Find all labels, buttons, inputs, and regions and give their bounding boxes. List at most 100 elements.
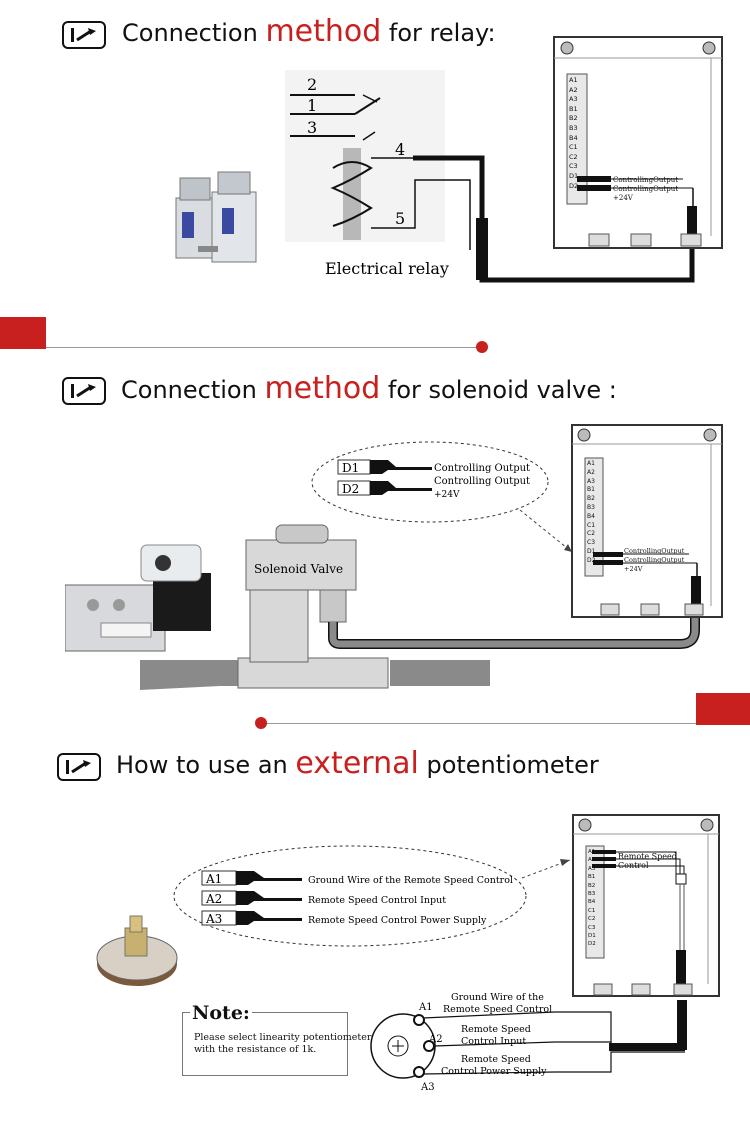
title-text: How to use an — [116, 751, 296, 779]
wiring-label: Ground Wire of the — [451, 992, 544, 1003]
wiring-label: Remote Speed Control — [443, 1004, 552, 1015]
terminal-label: B2 — [569, 114, 578, 123]
controller-outline — [572, 814, 720, 997]
potentiometer-callout: A1 A2 A3 Ground Wire of the Remote Speed… — [173, 845, 571, 947]
potentiometer-wiring: A1 A2 A3 Ground Wire of the Remote Speed… — [370, 992, 687, 1093]
voltage-label: +24V — [434, 490, 460, 500]
controller-box-3: A1 A2 A3 B1 B2 B3 B4 C1 C2 C3 D1 D2 Remo… — [572, 814, 720, 997]
voltage-label: +24V — [624, 565, 643, 573]
solenoid-callout: D1 D2 Controlling Output Controlling Out… — [311, 441, 573, 553]
terminal-label: C3 — [569, 162, 578, 171]
note-text: Please select linearity potentiometer wi… — [194, 1032, 371, 1056]
output-labels: ControllingOutput ControllingOutput +24V — [613, 176, 678, 203]
pin-label: 2 — [307, 75, 317, 94]
terminal-label: D1 — [588, 933, 596, 940]
terminal-label: B3 — [587, 503, 595, 511]
callout-text: Ground Wire of the Remote Speed Control — [308, 875, 513, 886]
wiring-label: Remote Speed — [461, 1024, 531, 1035]
terminal-label: C1 — [588, 907, 596, 914]
output-label: ControllingOutput — [613, 176, 679, 184]
divider — [696, 693, 750, 725]
output-label: ControllingOutput — [624, 556, 685, 564]
terminal-label: B4 — [569, 133, 578, 142]
relay-caption: Electrical relay — [325, 259, 449, 278]
terminal-label: A2 — [588, 857, 596, 864]
pin-label: A2 — [428, 1034, 443, 1045]
solenoid-valve-image — [65, 544, 211, 652]
divider-dot — [476, 341, 488, 353]
pin-label: 1 — [307, 96, 317, 115]
output-label: ControllingOutput — [613, 185, 679, 193]
divider — [0, 317, 46, 349]
terminal-label: A1 — [588, 849, 596, 855]
title-emphasis: method — [265, 14, 382, 49]
callout-text: Remote Speed Control Input — [308, 895, 446, 906]
terminal-strip: A1 A2 A3 B1 B2 B3 B4 C1 C2 C3 D1 D2 — [588, 848, 604, 949]
terminal-label: C1 — [569, 143, 578, 152]
section-title-relay: Connection method for relay: — [122, 14, 496, 49]
terminal-label: C3 — [588, 924, 596, 931]
terminal-label: B3 — [569, 123, 578, 132]
divider-line — [262, 723, 696, 724]
remote-speed-text: Control — [618, 861, 649, 870]
title-emphasis: external — [295, 746, 419, 781]
wiring-label: Remote Speed — [461, 1054, 531, 1065]
terminal-label: D2 — [588, 941, 596, 948]
terminal-label: B4 — [587, 512, 595, 520]
terminal-label: A3 — [587, 477, 595, 485]
wiring-label: Control Input — [461, 1036, 526, 1047]
pin-label: 3 — [307, 118, 317, 137]
title-text: for solenoid valve : — [380, 376, 617, 404]
terminal-label: C2 — [588, 916, 596, 923]
controller-box-1: A1 A2 A3 B1 B2 B3 B4 C1 C2 C3 D1 D2 Cont… — [553, 36, 723, 249]
note-box — [182, 1012, 348, 1076]
terminal-label: B4 — [588, 899, 596, 906]
terminal-label: A1 — [587, 460, 595, 467]
pin-label: 4 — [395, 140, 405, 159]
pin-label: 5 — [395, 209, 405, 228]
callout-text: Remote Speed Control Power Supply — [308, 915, 487, 926]
terminal-strip: A1 A2 A3 B1 B2 B3 B4 C1 C2 C3 D1 D2 — [569, 76, 587, 191]
note-line: Please select linearity potentiometer — [194, 1032, 372, 1043]
terminal-label: D2 — [587, 556, 596, 564]
voltage-label: +24V — [613, 194, 633, 202]
terminal-label: D1 — [569, 171, 579, 180]
terminal-strip: A1 A2 A3 B1 B2 B3 B4 C1 C2 C3 D1 D2 — [587, 460, 603, 566]
divider-line — [46, 347, 482, 348]
output-labels: ControllingOutput ControllingOutput +24V — [624, 547, 684, 574]
divider-dot — [255, 717, 267, 729]
switch-icon — [62, 377, 106, 405]
callout-text: Controlling Output — [434, 463, 530, 474]
terminal-label: A1 — [569, 76, 578, 84]
title-emphasis: method — [264, 371, 381, 406]
switch-icon — [57, 753, 101, 781]
terminal-label: B3 — [588, 891, 596, 898]
callout-text: Controlling Output — [434, 476, 530, 487]
terminal-label: B1 — [587, 486, 595, 494]
controller-outline — [571, 424, 723, 618]
valve-label: Solenoid Valve — [254, 562, 343, 576]
relay-module-image — [175, 171, 257, 263]
pin-label: A3 — [205, 912, 222, 926]
pin-label: A2 — [205, 892, 222, 906]
switch-icon — [62, 21, 106, 49]
terminal-label: C1 — [587, 521, 596, 529]
section-title-potentiometer: How to use an external potentiometer — [116, 746, 599, 781]
terminal-label: B1 — [588, 874, 596, 881]
section-title-solenoid: Connection method for solenoid valve : — [121, 371, 617, 406]
remote-speed-label: Remote Speed Control — [618, 852, 677, 870]
terminal-label: C2 — [569, 152, 578, 161]
note-title: Note: — [190, 1002, 252, 1024]
note-line: with the resistance of 1k. — [194, 1044, 317, 1055]
controller-box-2: A1 A2 A3 B1 B2 B3 B4 C1 C2 C3 D1 D2 Cont… — [571, 424, 723, 618]
terminal-label: D1 — [587, 547, 596, 555]
title-text: Connection — [122, 19, 266, 47]
pin-label: A1 — [205, 872, 222, 886]
terminal-label: A2 — [587, 468, 595, 476]
wiring-label: Control Power Supply — [441, 1066, 547, 1077]
terminal-label: C3 — [587, 539, 596, 547]
terminal-label: D2 — [569, 181, 579, 190]
terminal-label: B2 — [587, 495, 595, 503]
title-text: potentiometer — [418, 751, 599, 779]
pin-label: A1 — [418, 1002, 433, 1013]
